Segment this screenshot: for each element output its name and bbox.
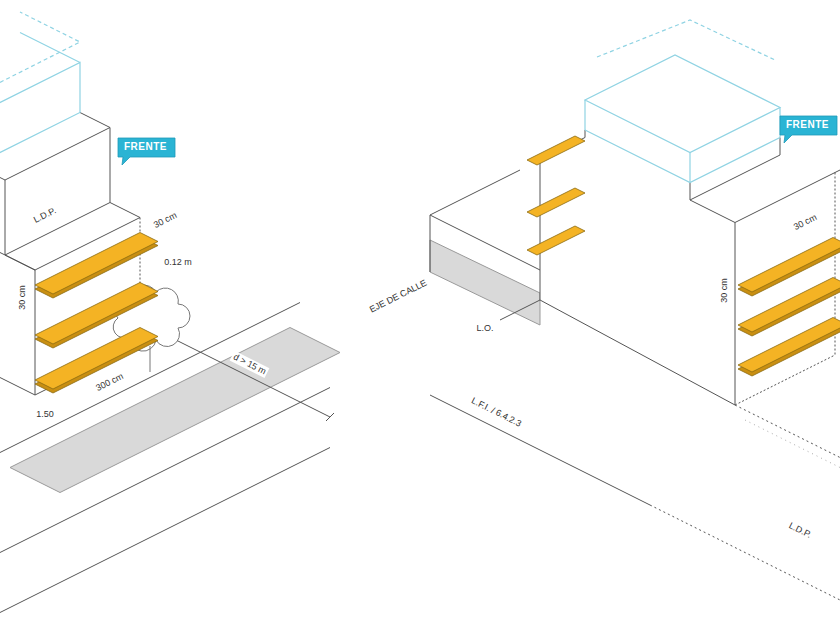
wall-face [540,138,735,406]
right-balconies [527,136,840,376]
dashed-envelope [0,12,80,95]
balcony [527,136,585,165]
lot-line [430,170,520,215]
upper-edge [110,128,111,203]
cyan-volume [0,63,80,166]
ground-texture [745,420,840,468]
dimension-label: L.D.P. [785,519,815,541]
left-top-volume [0,12,80,165]
setback-edge [80,113,110,128]
balcony [35,328,158,390]
dimension-line [160,332,330,417]
lot-line [430,215,540,270]
cyan-volume [689,153,690,183]
balcony [527,188,585,217]
dimension-label: 30 cm [16,283,27,312]
tag-text: FRENTE [780,116,837,133]
side-base [0,378,35,396]
right-top-volume [585,20,780,183]
dimension-label: 0.12 m [162,257,194,268]
dimension-label: L.D.P. [30,204,60,226]
balcony [738,318,840,373]
ground-band [430,240,540,325]
street-line [0,388,330,553]
dimension-label: EJE DE CALLE [366,276,430,316]
dimension-label: 1.50 [34,409,56,420]
right-building [430,130,840,600]
tree-trunk [150,346,151,372]
wall-edge [690,183,735,406]
lot-line [430,215,431,272]
cyan-volume [584,100,585,130]
facade-top [735,170,840,223]
left-balconies [35,233,158,394]
dimension-label: 30 cm [718,276,729,305]
dimension-label: L.O. [474,323,495,334]
dashed-envelope [597,20,775,60]
setback-edge [5,255,35,270]
upper-top [5,128,110,181]
street-line [0,448,330,613]
dimension-label: 300 cm [93,370,128,395]
lot-line [430,395,650,505]
callout-tag: FRENTE [118,138,175,157]
setback-edge [110,203,140,218]
dimension-label: L.F.I. / 6.4.2.3 [467,394,524,430]
dimension-label: 30 cm [150,209,180,232]
lot-line [650,505,840,600]
tag-outline [118,138,175,165]
cyan-volume [585,130,780,183]
dimension-tick [326,413,334,421]
ground-line [735,405,840,458]
cyan-volume [585,55,780,153]
balcony [527,226,585,255]
upper-base [5,203,110,256]
leader-line [500,300,540,320]
callout-tag: FRENTE [780,116,837,135]
left-building [0,113,340,613]
tag-outline [780,116,837,143]
tag-text: FRENTE [118,138,175,155]
setback-edge [0,165,5,180]
upper-edge [5,180,6,255]
wall-edge [690,138,780,201]
wall-base [540,300,735,405]
